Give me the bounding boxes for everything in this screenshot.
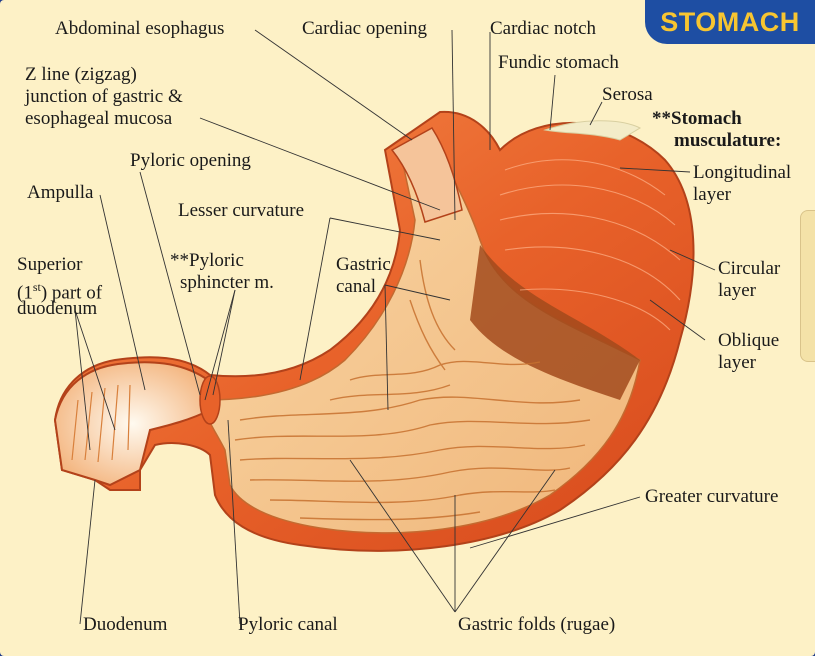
- gastric-rugae: [234, 259, 591, 521]
- abdominal-esophagus: [390, 127, 463, 223]
- label-ampulla: Ampulla: [27, 182, 94, 203]
- label-pyloric-sphincter-2: sphincter m.: [180, 272, 274, 293]
- label-superior-1: Superior: [17, 254, 83, 275]
- label-superior-3: duodenum: [17, 298, 98, 319]
- muscle-fibers: [499, 159, 681, 331]
- label-cardiac-notch: Cardiac notch: [490, 18, 597, 39]
- label-pyloric-sphincter-1: **Pyloric: [170, 250, 244, 271]
- label-pyloric-opening: Pyloric opening: [130, 150, 251, 171]
- label-cardiac-opening: Cardiac opening: [302, 18, 428, 39]
- duodenum: [53, 361, 212, 487]
- title-tab: STOMACH: [645, 0, 815, 44]
- label-fundic-stomach: Fundic stomach: [498, 52, 619, 73]
- label-stomach-musculature-1: **Stomach: [652, 108, 742, 129]
- duodenum-folds: [71, 384, 131, 463]
- label-serosa: Serosa: [602, 84, 653, 105]
- label-oblique-1: Oblique: [718, 330, 780, 351]
- label-abdominal-esophagus: Abdominal esophagus: [55, 18, 225, 39]
- muscle-cut-section: [470, 245, 640, 400]
- label-gastric-folds: Gastric folds (rugae): [458, 614, 616, 635]
- label-greater-curvature: Greater curvature: [645, 486, 779, 507]
- label-superior-2: (1st) part of: [17, 280, 103, 304]
- label-lesser-curvature: Lesser curvature: [178, 200, 305, 221]
- label-duodenum: Duodenum: [83, 614, 168, 635]
- title-text: STOMACH: [660, 6, 800, 37]
- card-side-tab: [800, 210, 815, 362]
- serosa-layer: [543, 120, 642, 141]
- label-pyloric-canal: Pyloric canal: [238, 614, 338, 635]
- label-gastric-canal-2: canal: [336, 276, 377, 297]
- label-z-line-2: junction of gastric &: [25, 86, 183, 107]
- label-gastric-canal-1: Gastric: [336, 254, 391, 275]
- pyloric-sphincter: [199, 375, 221, 425]
- label-circular-2: layer: [718, 280, 756, 301]
- leader-lines: [74, 29, 716, 625]
- label-oblique-2: layer: [718, 352, 756, 373]
- label-longitudinal-1: Longitudinal: [693, 162, 792, 183]
- label-circular-1: Circular: [718, 258, 781, 279]
- label-longitudinal-2: layer: [693, 184, 731, 205]
- label-z-line-3: esophageal mucosa: [25, 108, 173, 129]
- label-stomach-musculature-2: musculature:: [674, 130, 782, 151]
- label-z-line-1: Z line (zigzag): [25, 64, 137, 85]
